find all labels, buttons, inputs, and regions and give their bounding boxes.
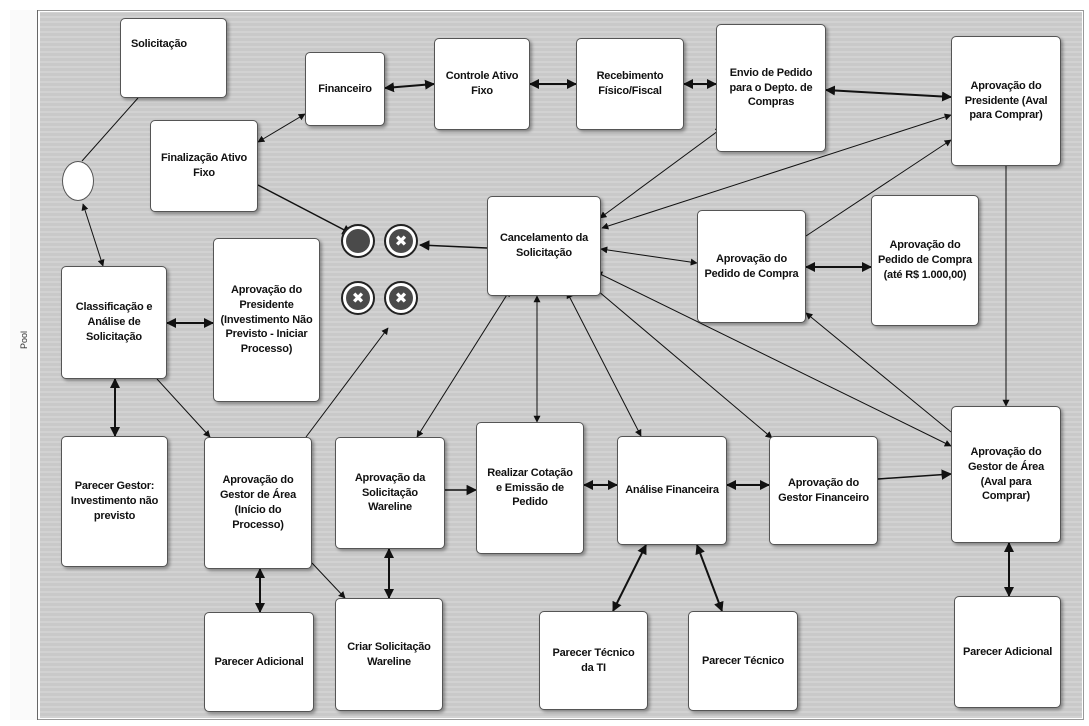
edge-pedido-presidente <box>805 139 952 237</box>
node-aprovacao-pedido-ate[interactable]: Aprovação do Pedido de Compra (até R$ 1.… <box>871 195 979 326</box>
node-parecer-tecnico[interactable]: Parecer Técnico <box>688 611 798 711</box>
node-controle-ativo-fixo[interactable]: Controle Ativo Fixo <box>434 38 530 130</box>
cancel-x-icon: ✖ <box>389 229 413 253</box>
node-parecer-adicional-1[interactable]: Parecer Adicional <box>204 612 314 712</box>
node-aprovacao-gestor-financeiro[interactable]: Aprovação do Gestor Financeiro <box>769 436 878 545</box>
node-parecer-tecnico-ti[interactable]: Parecer Técnico da TI <box>539 611 648 710</box>
edge-cancel-wareline <box>416 289 511 438</box>
start-event[interactable] <box>62 161 94 201</box>
node-aprovacao-gestor-aval[interactable]: Aprovação do Gestor de Área (Aval para C… <box>951 406 1061 543</box>
edge-gestor-end <box>305 327 389 438</box>
edge-gestoraval-pedido <box>805 312 952 433</box>
node-aprovacao-presidente-invest[interactable]: Aprovação do Presidente (Investimento Nã… <box>213 238 320 402</box>
cancel-x-icon: ✖ <box>389 286 413 310</box>
node-aprovacao-pedido-compra[interactable]: Aprovação do Pedido de Compra <box>697 210 806 323</box>
node-parecer-adicional-2[interactable]: Parecer Adicional <box>954 596 1061 708</box>
node-recebimento[interactable]: Recebimento Físico/Fiscal <box>576 38 684 130</box>
cancel-end-event[interactable]: ✖ <box>384 224 418 258</box>
node-cancelamento[interactable]: Cancelamento da Solicitação <box>487 196 601 296</box>
node-aprovacao-wareline[interactable]: Aprovação da Solicitação Wareline <box>335 437 445 549</box>
terminate-end-event[interactable] <box>341 224 375 258</box>
edge-solicitacao-start <box>81 97 139 162</box>
node-classificacao[interactable]: Classificação e Análise de Solicitação <box>61 266 167 379</box>
edge-finalizacao-financeiro <box>257 113 306 143</box>
edge-analise-ti <box>612 544 647 612</box>
edge-cancel-gestoraval <box>595 271 952 447</box>
edge-gfin-gestoraval <box>877 469 953 480</box>
node-finalizacao-ativo-fixo[interactable]: Finalização Ativo Fixo <box>150 120 258 212</box>
cancel-end-event[interactable]: ✖ <box>341 281 375 315</box>
edge-cancel-pedido <box>600 246 698 266</box>
edge-cancel-end <box>418 240 488 251</box>
node-solicitacao[interactable]: Solicitação <box>120 18 227 98</box>
edge-cancel-presidente <box>601 113 952 230</box>
edge-finalizacao-end <box>257 184 353 235</box>
edge-cancel-envio <box>599 127 723 219</box>
terminate-marker-icon <box>346 229 370 253</box>
node-envio-pedido[interactable]: Envio de Pedido para o Depto. de Compras <box>716 24 826 152</box>
node-aprovacao-presidente-aval[interactable]: Aprovação do Presidente (Aval para Compr… <box>951 36 1061 166</box>
edge-start-classificacao <box>81 203 105 267</box>
edge-cancel-analise <box>566 291 642 437</box>
node-analise-financeira[interactable]: Análise Financeira <box>617 436 727 545</box>
node-aprovacao-gestor-inicio[interactable]: Aprovação do Gestor de Área (Início do P… <box>204 437 312 569</box>
pool-lane <box>10 10 38 720</box>
node-realizar-cotacao[interactable]: Realizar Cotação e Emissão de Pedido <box>476 422 584 554</box>
cancel-end-event[interactable]: ✖ <box>384 281 418 315</box>
edge-financeiro-controle <box>384 79 435 93</box>
edge-envio-presidente <box>825 85 952 102</box>
edge-classificacao-gestor <box>156 378 211 438</box>
cancel-x-icon: ✖ <box>346 286 370 310</box>
edge-gestor-criar <box>311 562 346 599</box>
node-financeiro[interactable]: Financeiro <box>305 52 385 126</box>
node-parecer-gestor[interactable]: Parecer Gestor: Investimento não previst… <box>61 436 168 567</box>
edge-analise-tecnico <box>695 544 724 612</box>
node-criar-solicitacao-wareline[interactable]: Criar Solicitação Wareline <box>335 598 443 711</box>
